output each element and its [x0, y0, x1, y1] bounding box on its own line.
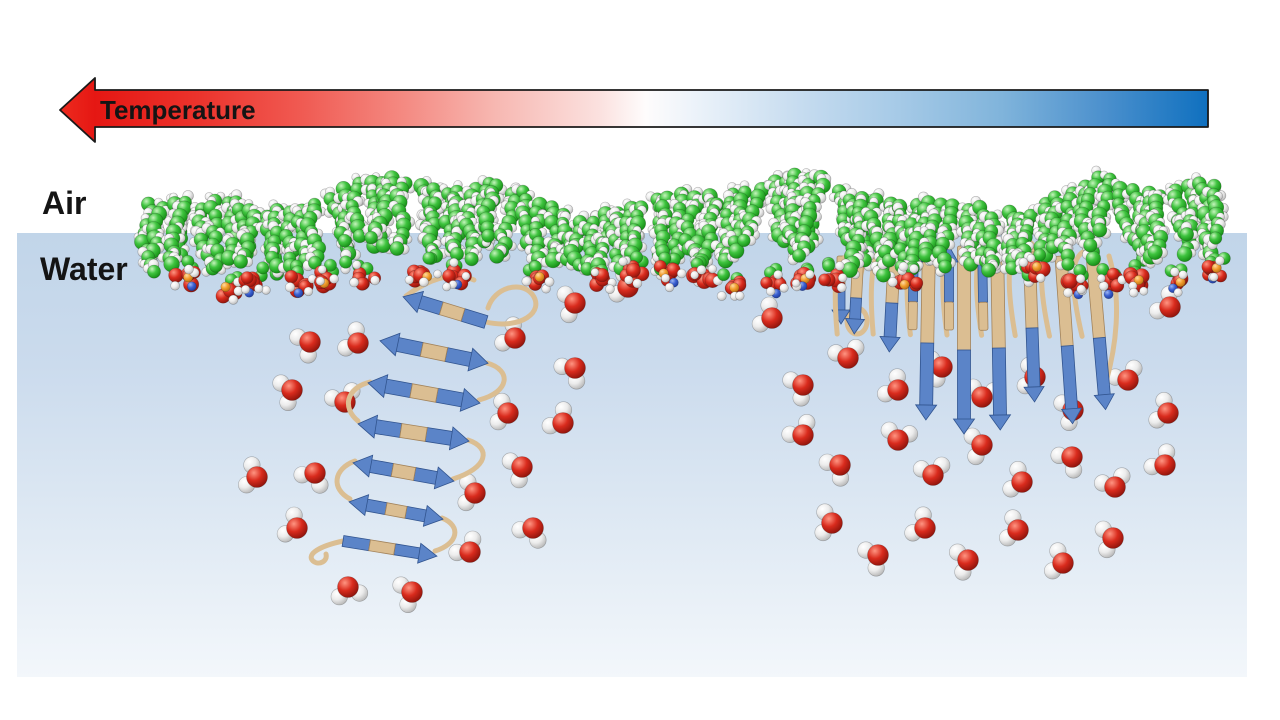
beta-sheet-left	[308, 273, 539, 566]
loop-ribbon	[450, 437, 486, 482]
water-molecule	[541, 401, 574, 435]
water-molecule	[818, 453, 851, 487]
water-molecule	[1050, 446, 1083, 479]
water-molecule	[963, 427, 993, 466]
water-molecule	[489, 392, 519, 431]
air-label: Air	[42, 185, 87, 221]
water-molecule	[238, 456, 268, 494]
loop-ribbon	[476, 360, 507, 403]
beta-strand	[379, 332, 489, 372]
lipid-monolayer	[133, 165, 1231, 305]
loop-ribbon	[483, 284, 539, 327]
water-molecule	[448, 530, 482, 563]
loop-ribbon	[334, 458, 358, 502]
water-molecule	[1143, 443, 1176, 476]
water-molecule	[293, 462, 329, 494]
temperature-arrow-shape	[59, 77, 1209, 143]
water-molecule	[880, 421, 919, 451]
temperature-arrow	[59, 77, 1209, 143]
water-molecule	[814, 503, 843, 542]
beta-strand	[352, 454, 455, 490]
water-molecule	[1093, 467, 1131, 498]
water-molecule	[1148, 392, 1179, 429]
water-molecule	[501, 452, 533, 489]
water-molecule	[948, 543, 979, 581]
loop-ribbon	[432, 515, 458, 554]
water-molecule	[457, 473, 486, 512]
water-molecule	[511, 517, 547, 549]
water-molecule	[337, 321, 369, 357]
water-molecule	[556, 285, 586, 324]
water-molecule	[751, 296, 783, 333]
water-molecule	[276, 506, 308, 543]
water-molecule	[1043, 542, 1074, 580]
beta-strand	[348, 494, 444, 527]
water-molecule	[289, 328, 321, 364]
water-molecule	[876, 368, 909, 403]
beta-strand	[341, 535, 438, 564]
temperature-label: Temperature	[100, 95, 256, 125]
water-molecule	[330, 576, 369, 606]
water-molecule	[998, 509, 1029, 547]
water-molecule	[904, 506, 936, 542]
loop-ribbon	[308, 538, 346, 566]
water-molecule	[857, 541, 889, 577]
water-molecule	[781, 414, 816, 446]
water-molecules	[238, 266, 1181, 614]
water-molecule	[553, 357, 586, 390]
water-molecule	[782, 371, 814, 407]
water-label: Water	[40, 251, 128, 287]
beta-strand	[402, 290, 489, 329]
water-molecule	[827, 339, 865, 369]
water-molecule	[1002, 461, 1033, 498]
loop-ribbon	[346, 379, 373, 424]
water-molecule	[1094, 520, 1124, 559]
beta-strand	[367, 374, 481, 412]
water-molecule	[912, 456, 951, 486]
water-molecule	[272, 374, 303, 412]
water-molecule	[392, 576, 423, 614]
water-molecule	[1106, 359, 1143, 391]
water-molecule	[494, 316, 526, 352]
beta-strand	[357, 414, 470, 451]
